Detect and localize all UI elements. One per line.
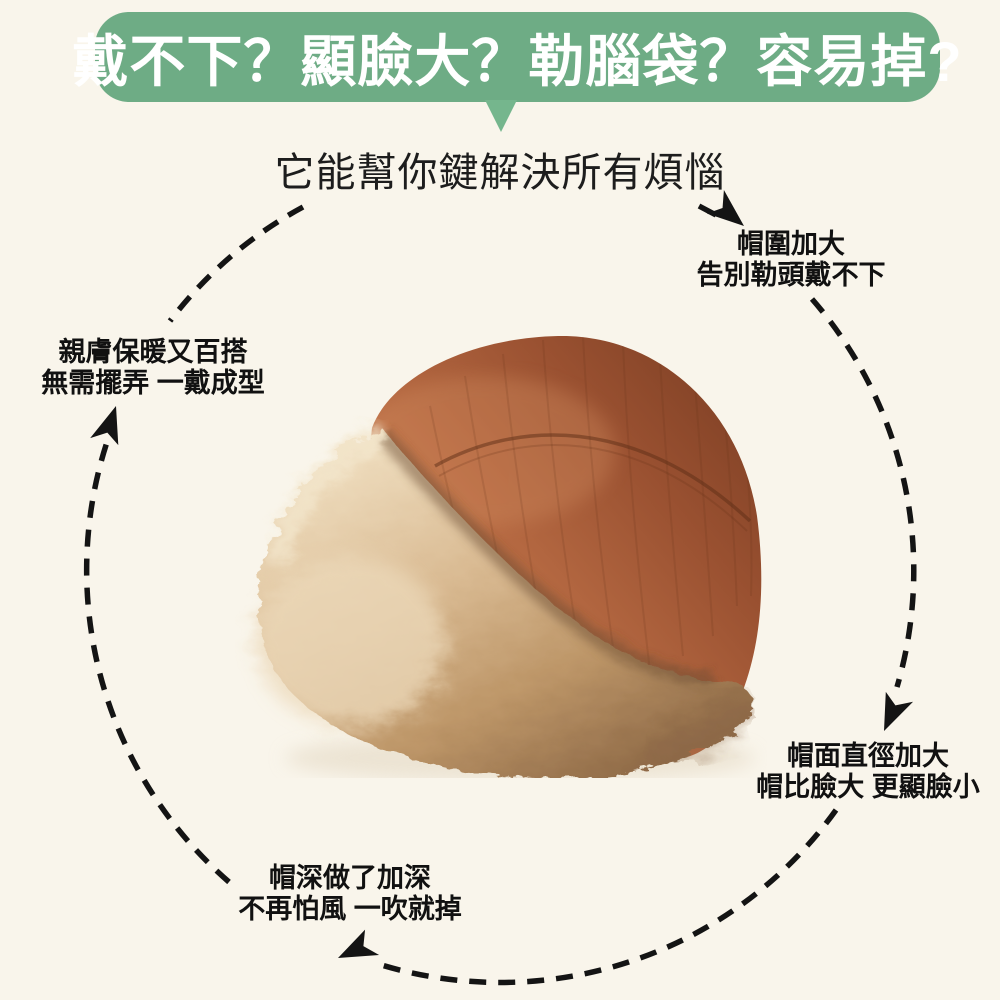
callout-hat-depth-line1: 帽深做了加深 <box>268 863 431 893</box>
callout-skin-warm-line2: 無需擺弄 一戴成型 <box>41 368 265 398</box>
callout-skin-warm-line1: 親膚保暖又百搭 <box>58 337 248 367</box>
crown-seam <box>434 433 752 523</box>
arrowhead-top-right-icon <box>706 189 744 226</box>
arc-bottom <box>374 808 839 986</box>
arc-top-left <box>167 204 305 323</box>
arrowhead-left-icon <box>90 406 119 446</box>
callout-hat-diameter-line2: 帽比臉大 更顯臉小 <box>756 772 980 802</box>
callout-hat-band-line1: 帽圍加大 <box>737 229 845 259</box>
callout-hat-depth: 帽深做了加深 不再怕風 一吹就掉 <box>238 863 462 925</box>
hat-illustration <box>255 335 762 778</box>
arc-right <box>809 297 917 688</box>
arc-left <box>83 441 231 885</box>
subtitle: 它能幫你鍵解決所有煩惱 <box>274 151 726 195</box>
callout-hat-diameter: 帽面直徑加大 帽比臉大 更顯臉小 <box>756 741 980 803</box>
product-photo <box>235 326 767 778</box>
banner-tail-pointer <box>485 100 517 132</box>
arrowhead-bottom-icon <box>338 929 380 958</box>
callout-hat-band-line2: 告別勒頭戴不下 <box>696 260 886 290</box>
arrowhead-right-icon <box>884 691 914 731</box>
callout-hat-diameter-line1: 帽面直徑加大 <box>786 741 949 771</box>
headline-banner: 戴不下？顯臉大？勒腦袋？容易掉? <box>72 12 962 102</box>
callout-hat-depth-line2: 不再怕風 一吹就掉 <box>238 894 462 924</box>
headline-text: 戴不下？顯臉大？勒腦袋？容易掉? <box>72 29 963 93</box>
hat-fur-brim <box>255 422 762 778</box>
callout-skin-warm: 親膚保暖又百搭 無需擺弄 一戴成型 <box>41 337 265 399</box>
callout-hat-band: 帽圍加大 告別勒頭戴不下 <box>697 229 886 291</box>
